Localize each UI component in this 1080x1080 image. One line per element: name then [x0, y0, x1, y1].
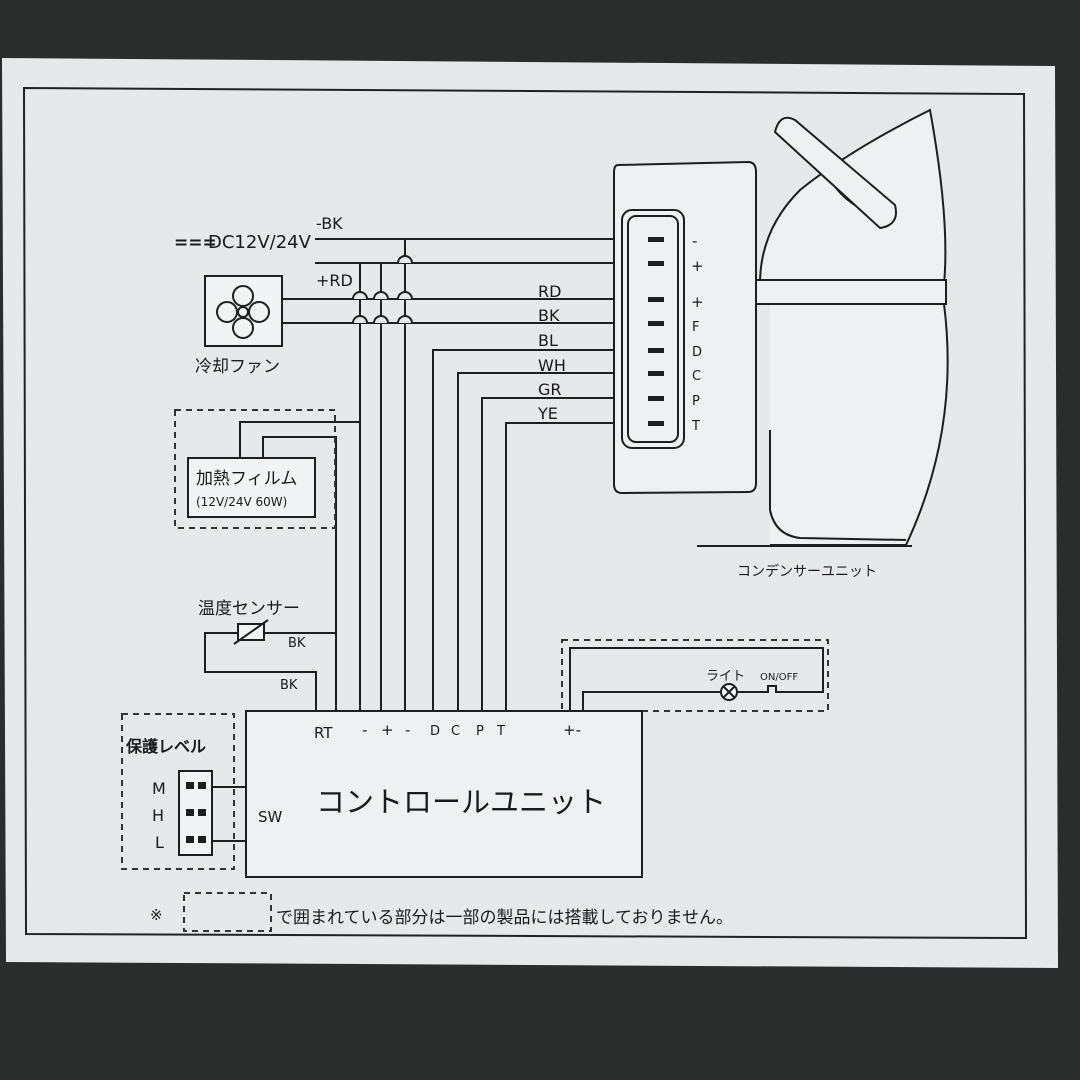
light-switch-icon — [760, 685, 795, 693]
compressor-label: コンデンサーユニット — [737, 563, 877, 580]
protection-level-l: L — [155, 833, 164, 852]
wire-label-bk: BK — [538, 306, 560, 325]
sticker-border — [22, 86, 1028, 940]
cooling-fan — [204, 275, 283, 347]
comp-terminal-f: F — [692, 320, 699, 335]
comp-terminal-t: T — [691, 419, 700, 434]
protection-optional-area — [121, 713, 235, 870]
note-text: で囲まれている部分は一部の製品には搭載しておりません。 — [276, 908, 733, 928]
cu-terminal-pos: + — [381, 721, 394, 739]
power-voltage: DC12V/24V — [208, 232, 312, 253]
heater-optional-area — [174, 409, 336, 529]
sensor-wire2-label: BK — [280, 678, 298, 693]
fan-label: 冷却ファン — [195, 357, 280, 377]
comp-terminal-c: C — [692, 369, 701, 384]
cu-terminal-neg: - — [362, 721, 367, 739]
wire-label-bl: BL — [538, 331, 558, 350]
protection-level-m: M — [152, 779, 166, 798]
heater-spec: (12V/24V 60W) — [196, 495, 287, 509]
note-mark: ※ — [150, 906, 163, 924]
cu-terminal-c: C — [451, 724, 460, 739]
protection-selector — [178, 770, 213, 856]
light-optional-area — [561, 639, 829, 712]
cu-terminal-t: T — [496, 724, 505, 739]
crossovers — [352, 255, 413, 324]
temperature-sensor — [233, 619, 269, 645]
compressor-terminal-labels: - + + F D C P T — [691, 232, 704, 434]
compressor-wire-labels: RD BK BL WH GR YE — [537, 282, 566, 423]
protection-label: 保護レベル — [125, 737, 206, 756]
wire-label-wh: WH — [538, 356, 566, 375]
comp-terminal-pos: + — [691, 257, 704, 275]
cu-terminal-rt: RT — [314, 724, 333, 742]
wire-label-ye: YE — [537, 404, 558, 423]
light-switch-label: ON/OFF — [760, 672, 798, 683]
pos-wire-label: +RD — [316, 271, 353, 290]
light-bulb-icon — [720, 683, 738, 701]
cu-light-terminals: +- — [563, 721, 581, 739]
control-unit-box — [245, 710, 643, 878]
control-terminal-labels: RT - + - D C P T +- — [314, 721, 581, 742]
wire-label-rd: RD — [538, 282, 561, 301]
cu-terminal-neg2: - — [405, 721, 410, 739]
sensor-label: 温度センサー — [198, 599, 300, 619]
comp-terminal-pos2: + — [691, 293, 704, 311]
comp-terminal-neg: - — [692, 232, 697, 250]
note-dashed-sample — [183, 892, 272, 932]
sw-label: SW — [258, 808, 283, 826]
heater-label: 加熱フィルム — [196, 469, 297, 489]
light-label: ライト — [706, 669, 745, 684]
heater-box — [187, 457, 316, 518]
protection-level-h: H — [152, 806, 164, 825]
sensor-wire1-label: BK — [288, 636, 306, 651]
comp-terminal-d: D — [692, 345, 702, 360]
power-symbol: === — [174, 233, 217, 253]
neg-wire-label: -BK — [316, 214, 343, 233]
comp-terminal-p: P — [692, 394, 700, 409]
wire-label-gr: GR — [538, 380, 562, 399]
compressor-unit — [613, 108, 949, 547]
cu-terminal-d: D — [430, 724, 440, 739]
cu-terminal-p: P — [476, 724, 484, 739]
control-unit-label: コントロールユニット — [316, 785, 606, 819]
